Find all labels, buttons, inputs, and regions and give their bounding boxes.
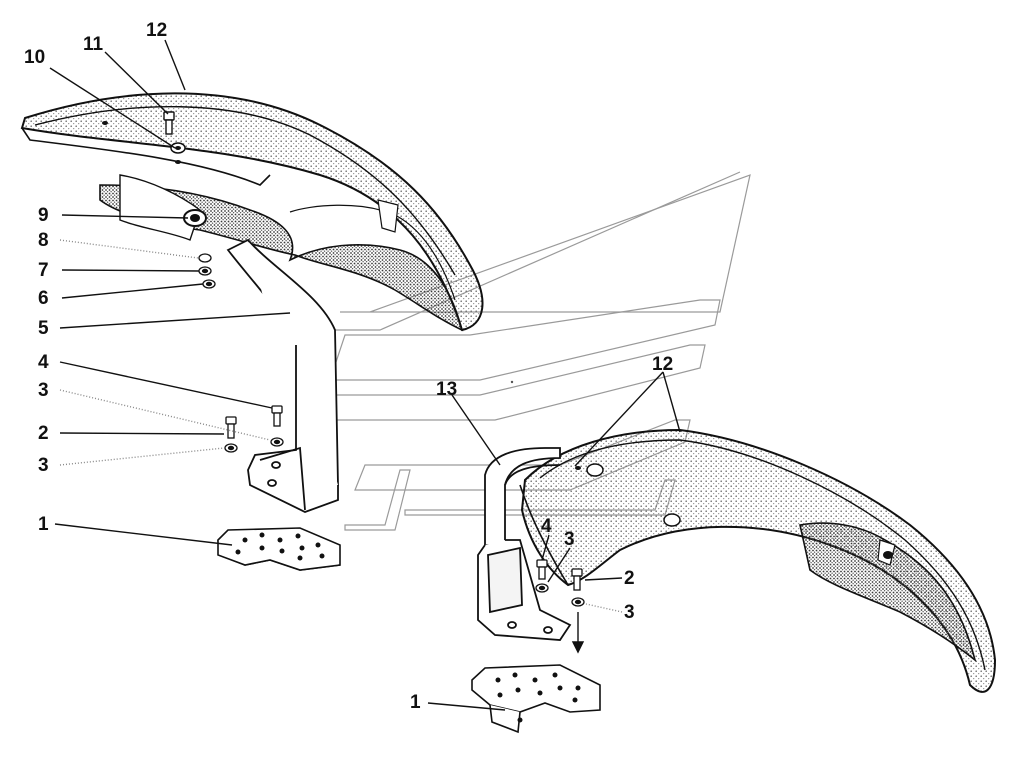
stray-mark xyxy=(510,380,514,384)
callout-3-right-upper: 3 xyxy=(564,529,575,550)
callout-3-left-upper: 3 xyxy=(38,380,49,401)
callout-11: 11 xyxy=(83,34,104,55)
callout-12-right: 12 xyxy=(652,354,674,375)
callout-3-right-lower: 3 xyxy=(624,602,635,623)
callout-5: 5 xyxy=(38,318,49,339)
leader-lines xyxy=(49,39,681,711)
stand-left xyxy=(226,238,339,513)
callout-1-right: 1 xyxy=(410,692,421,713)
callout-2-right: 2 xyxy=(624,568,635,589)
callout-1-left: 1 xyxy=(38,514,49,535)
callout-9: 9 xyxy=(38,205,49,226)
fasteners-left xyxy=(224,405,284,453)
callout-6: 6 xyxy=(38,288,49,309)
mounting-plate-left xyxy=(217,527,341,571)
fender-right xyxy=(519,428,997,693)
stand-right xyxy=(477,447,572,641)
callout-13: 13 xyxy=(436,379,458,400)
mounting-plate-right xyxy=(471,664,601,734)
callout-12-left: 12 xyxy=(146,20,168,41)
callout-2-left: 2 xyxy=(38,423,49,444)
callout-7: 7 xyxy=(38,260,49,281)
callout-3-left-lower: 3 xyxy=(38,455,49,476)
callout-4-left: 4 xyxy=(38,352,49,373)
callout-10: 10 xyxy=(24,47,46,68)
callout-8: 8 xyxy=(38,230,49,251)
callout-4-right: 4 xyxy=(541,516,552,537)
fender-left xyxy=(20,92,484,332)
washers-left xyxy=(198,253,216,289)
bolt-11 xyxy=(163,111,175,135)
